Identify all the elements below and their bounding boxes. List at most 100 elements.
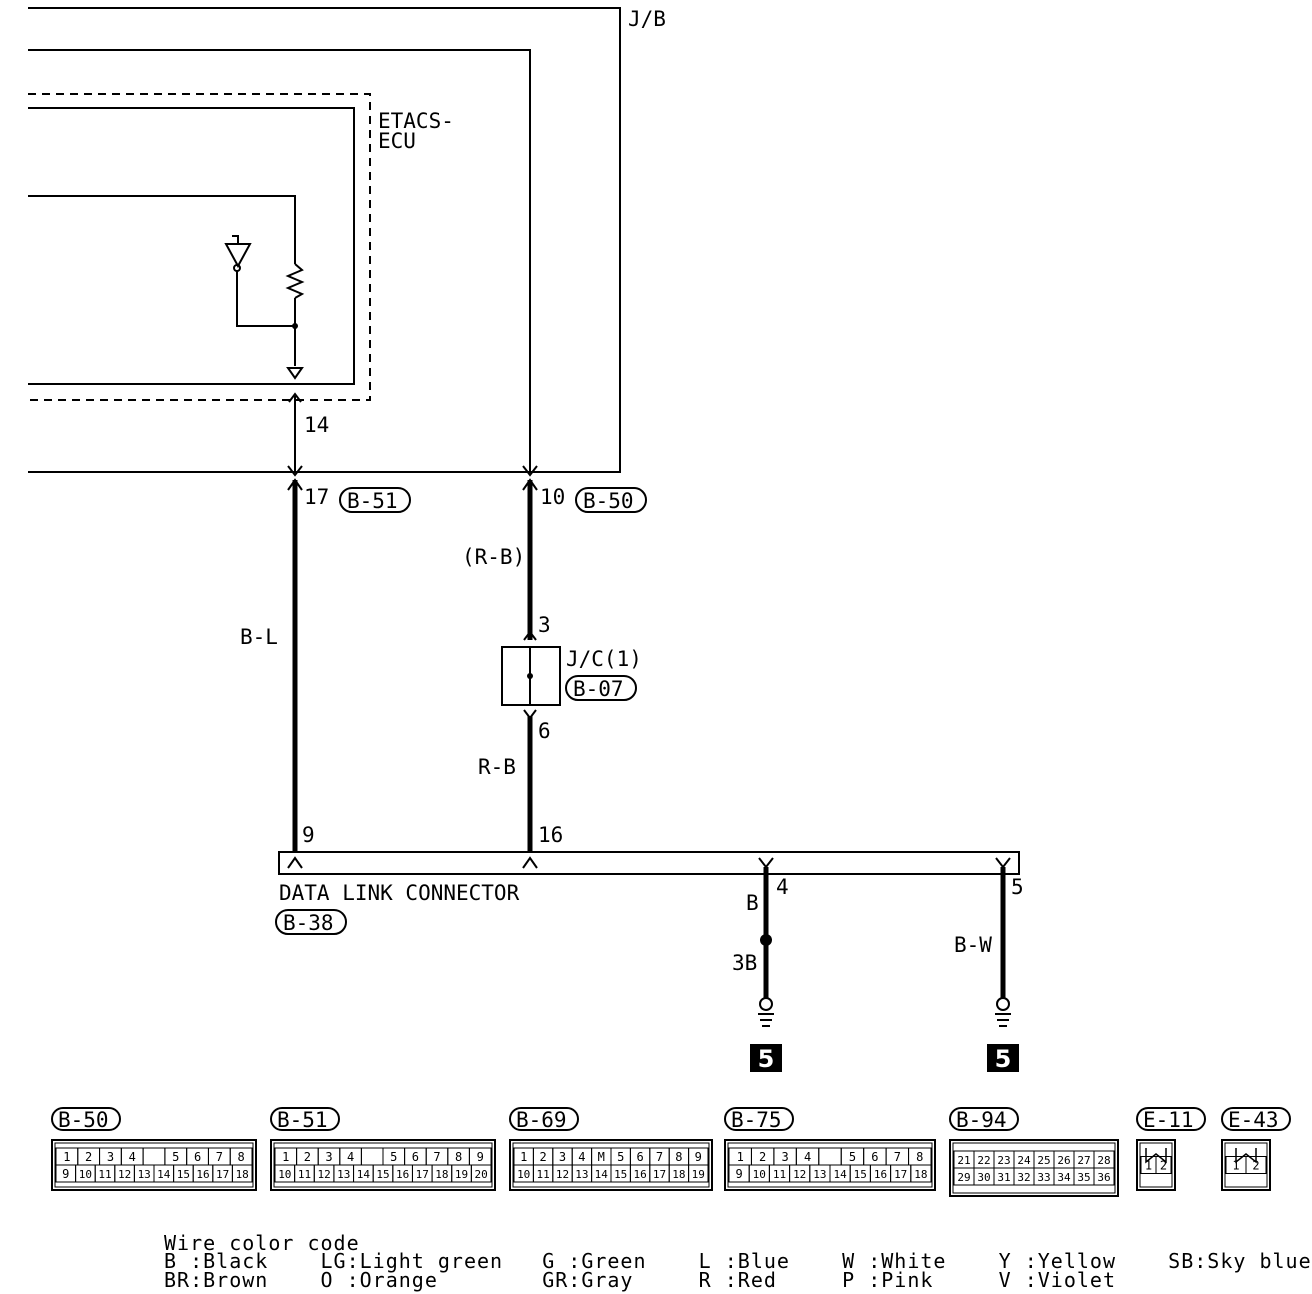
pin-cell: 16 (874, 1168, 887, 1181)
pin-cell: 8 (916, 1150, 923, 1164)
pin-cell: 12 (793, 1168, 806, 1181)
connector-tag-b07: B-07 (565, 675, 637, 701)
pin-9: 9 (302, 823, 315, 847)
pin-cell: 2 (85, 1150, 92, 1164)
pin-cell: 9 (477, 1150, 484, 1164)
pin-cell: 13 (813, 1168, 826, 1181)
pin-cell: 3 (107, 1150, 114, 1164)
wire-label-r-b-paren: (R-B) (462, 545, 525, 569)
wire-b-l (287, 392, 303, 852)
pin-cell: 10 (753, 1168, 766, 1181)
pin-17: 17 (304, 485, 329, 509)
pin-cell: 16 (396, 1168, 409, 1181)
ground-badge-b: 5 (987, 1044, 1019, 1073)
svg-text:B-51: B-51 (347, 489, 398, 513)
pin-6: 6 (538, 719, 551, 743)
connector-id: B-51 (277, 1108, 328, 1132)
pin-cell: 34 (1057, 1171, 1071, 1184)
pin-cell: 6 (412, 1150, 419, 1164)
jc-dot (527, 673, 533, 679)
pin-cell: 2 (759, 1150, 766, 1164)
pin-cell: 24 (1017, 1154, 1031, 1167)
svg-text:B-38: B-38 (283, 911, 334, 935)
label-jb: J/B (628, 7, 666, 31)
pin-cell: 7 (433, 1150, 440, 1164)
pin-14: 14 (304, 413, 329, 437)
pin-cell: 7 (894, 1150, 901, 1164)
pin-cell: 1 (63, 1150, 70, 1164)
pin-cell: 33 (1037, 1171, 1050, 1184)
pin-cell: 9 (62, 1167, 69, 1181)
etacs-ecu-outline (28, 93, 371, 401)
pin-cell: 18 (672, 1168, 685, 1181)
pin-cell: 17 (216, 1168, 229, 1181)
wire-label-3b: 3B (732, 951, 757, 975)
pin-cell: 14 (357, 1168, 371, 1181)
pin-cell: 27 (1077, 1154, 1090, 1167)
pin-cell: 10 (79, 1168, 92, 1181)
pin-cell: 7 (656, 1150, 663, 1164)
data-link-connector-body (278, 851, 1020, 875)
legend-line-1: B :Black LG:Light green G :Green L :Blue… (164, 1249, 1312, 1273)
svg-text:B-07: B-07 (573, 677, 624, 701)
pin-cell: 18 (914, 1168, 927, 1181)
svg-text:5: 5 (995, 1045, 1012, 1073)
connector-id: B-75 (731, 1108, 782, 1132)
svg-text:B-50: B-50 (583, 489, 634, 513)
pin-16: 16 (538, 823, 563, 847)
pin-3: 3 (538, 613, 551, 637)
pin-cell: 15 (614, 1168, 627, 1181)
connector-id: B-69 (516, 1108, 567, 1132)
pin-cell: 11 (536, 1168, 549, 1181)
pin-cell: 11 (298, 1168, 311, 1181)
pin-cell: 14 (833, 1168, 847, 1181)
pin-cell: 5 (849, 1150, 856, 1164)
pin-cell: 7 (216, 1150, 223, 1164)
pin-cell: 9 (735, 1167, 742, 1181)
pin-cell: 22 (977, 1154, 990, 1167)
pin-cell: 11 (98, 1168, 111, 1181)
junction-block-outline (28, 7, 621, 473)
pin-cell: 4 (129, 1150, 136, 1164)
pin-cell: 14 (595, 1168, 609, 1181)
svg-text:5: 5 (758, 1045, 775, 1073)
pin-cell: 2 (539, 1150, 546, 1164)
connector-tag-b38: B-38 (275, 909, 347, 935)
pin-cell: 4 (347, 1150, 354, 1164)
pin-cell: 28 (1097, 1154, 1110, 1167)
pin-cell: 10 (278, 1168, 291, 1181)
pin-cell: 25 (1037, 1154, 1050, 1167)
pin-cell: 14 (157, 1168, 171, 1181)
pin-cell: 2 (1252, 1159, 1259, 1173)
connector-id: B-94 (956, 1108, 1007, 1132)
pin-cell: 6 (871, 1150, 878, 1164)
pin-cell: 1 (520, 1150, 527, 1164)
pin-cell: 2 (1160, 1159, 1167, 1173)
pin-cell: 18 (435, 1168, 448, 1181)
pin-cell: 1 (1145, 1159, 1152, 1173)
connector-id: E-43 (1228, 1108, 1279, 1132)
pin-cell: 15 (854, 1168, 867, 1181)
splice-dot (760, 934, 772, 946)
pin-cell: 17 (653, 1168, 666, 1181)
pin-cell: 26 (1057, 1154, 1070, 1167)
pin-cell: 29 (957, 1171, 970, 1184)
pin-cell: 10 (517, 1168, 530, 1181)
pin-cell: 9 (695, 1150, 702, 1164)
pin-cell: 2 (304, 1150, 311, 1164)
pin-cell: 32 (1017, 1171, 1030, 1184)
dlc-name: DATA LINK CONNECTOR (279, 881, 520, 905)
pin-cell: 20 (475, 1168, 488, 1181)
pin-cell: 8 (675, 1150, 682, 1164)
internal-circuit (28, 195, 305, 380)
pin-10: 10 (540, 485, 565, 509)
pin-cell: 21 (957, 1154, 970, 1167)
pin-cell: 3 (559, 1150, 566, 1164)
